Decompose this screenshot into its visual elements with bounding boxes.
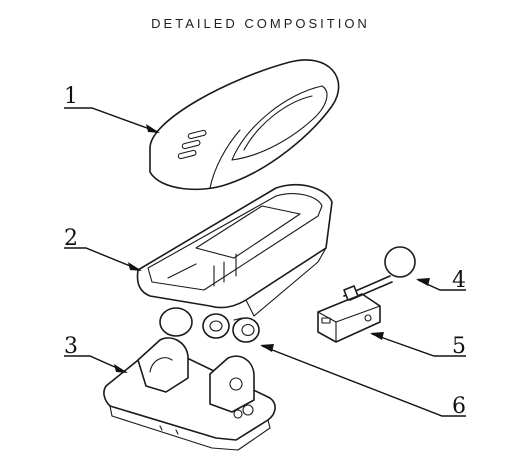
housing-tray <box>136 184 333 339</box>
leader-lines <box>64 107 466 417</box>
pivot-bushing <box>232 317 260 343</box>
callout-5-label: 5 <box>452 334 466 359</box>
callout-6-label: 6 <box>452 394 466 419</box>
micro-switch <box>317 293 381 343</box>
mounting-base <box>103 337 276 451</box>
callout-3-label: 3 <box>64 334 78 359</box>
callout-1-label: 1 <box>64 84 78 109</box>
cover-shell <box>149 59 340 191</box>
roller-lever <box>343 246 416 301</box>
callout-4-label: 4 <box>452 268 466 293</box>
diagram-title: DETAILED COMPOSITION <box>151 16 370 31</box>
callout-2-label: 2 <box>64 226 78 251</box>
